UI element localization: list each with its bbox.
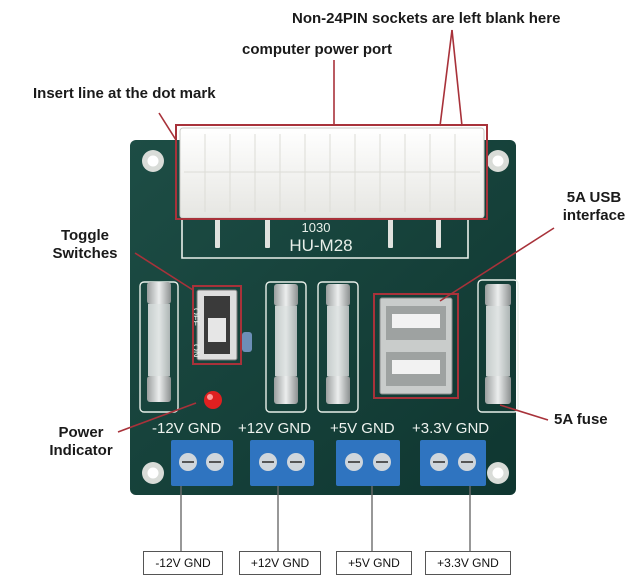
- terminal-block-plus12: [250, 440, 314, 486]
- connector-highlight: [175, 124, 488, 220]
- fuse-right: [477, 279, 519, 413]
- output-label-plus3v3: +3.3V GND: [425, 551, 511, 575]
- atx-connector: [179, 127, 485, 219]
- power-indicator-line1: Power: [58, 424, 104, 441]
- insert-line-callout: Insert line at the dot mark: [33, 85, 216, 102]
- fuse-plus5: [317, 281, 359, 413]
- terminal-block-plus5: [336, 440, 400, 486]
- usb-callout: 5A USB interface: [548, 189, 640, 225]
- usb-callout-line2: interface: [562, 207, 626, 224]
- output-label-plus12: +12V GND: [239, 551, 321, 575]
- output-label-plus5: +5V GND: [336, 551, 412, 575]
- terminal-block-minus12: [171, 440, 233, 486]
- mounting-hole: [487, 462, 509, 484]
- terminal-block-plus3v3: [420, 440, 486, 486]
- toggle-callout-line1: Toggle: [60, 227, 110, 244]
- pcb-board: [130, 140, 516, 495]
- non24pin-leader-a: [439, 29, 453, 127]
- board-rail-labels: -12V GND +12V GND +5V GND +3.3V GND: [152, 420, 489, 437]
- non24pin-leader-b: [451, 29, 463, 127]
- fuse-callout: 5A fuse: [554, 411, 608, 428]
- fuse-leader: [499, 404, 549, 421]
- fuse-plus12: [265, 281, 307, 413]
- toggle-callout-line2: Switches: [52, 245, 118, 262]
- connector-pins: [215, 218, 441, 248]
- usb-port-block: [379, 297, 453, 395]
- usb-callout-line1: 5A USB: [566, 189, 622, 206]
- insert-line-leader: [158, 112, 177, 141]
- switch-highlight: [192, 285, 242, 365]
- resistor: [242, 332, 252, 352]
- board-rail-label: +3.3V GND: [412, 420, 489, 437]
- power-indicator-callout: Power Indicator: [36, 424, 126, 460]
- mounting-hole: [142, 150, 164, 172]
- indicator-leader: [117, 402, 197, 433]
- power-port-callout: computer power port: [242, 41, 393, 58]
- usb-highlight: [373, 293, 459, 399]
- board-rail-label: -12V GND: [152, 420, 221, 437]
- model-name: HU-M28: [289, 236, 352, 255]
- toggle-callout: Toggle Switches: [37, 227, 133, 263]
- non24pin-callout: Non-24PIN sockets are left blank here: [292, 10, 561, 27]
- switch-on-label: ON: [191, 344, 201, 358]
- model-number: 1030: [302, 220, 331, 235]
- power-indicator-line2: Indicator: [49, 442, 113, 459]
- board-rail-label: +12V GND: [238, 420, 311, 437]
- connector-silkscreen: [181, 205, 469, 259]
- toggle-leader: [134, 252, 194, 291]
- leader-lines: [117, 29, 555, 433]
- annotation-boxes: [175, 124, 488, 399]
- usb-leader: [439, 227, 555, 302]
- connector-pin-cells: [184, 134, 480, 212]
- output-label-minus12: -12V GND: [143, 551, 223, 575]
- mounting-hole: [487, 150, 509, 172]
- toggle-switch: OFF ON: [191, 289, 238, 361]
- mounting-hole: [142, 462, 164, 484]
- fuse-left: [139, 281, 179, 413]
- output-leaders: [180, 486, 471, 551]
- switch-off-label: OFF: [191, 308, 201, 326]
- board-rail-label: +5V GND: [330, 420, 395, 437]
- power-led: [204, 391, 222, 409]
